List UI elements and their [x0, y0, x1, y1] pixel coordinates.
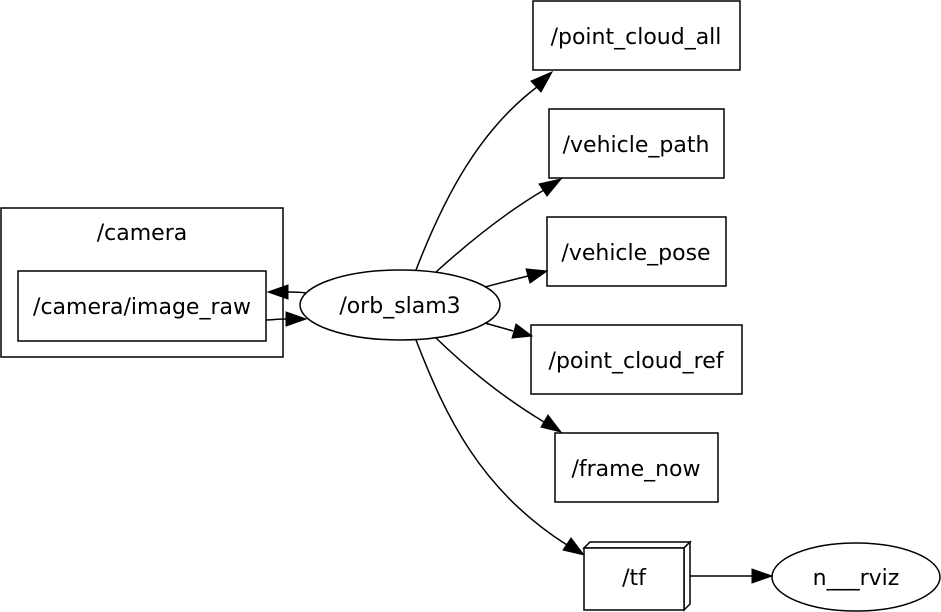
tf-box-top-face [582, 541, 692, 549]
node-rviz[interactable]: n___rviz [771, 542, 941, 612]
tf-box-side-face [683, 540, 691, 612]
topic-camera-image-raw[interactable]: /camera/image_raw [17, 270, 267, 342]
topic-point-cloud-ref[interactable]: /point_cloud_ref [530, 324, 743, 395]
edge-orb-slam3-to-tf [415, 339, 586, 556]
topic-frame-now-label: /frame_now [571, 457, 700, 482]
topic-tf[interactable]: /tf [582, 540, 692, 612]
edge-orb-slam3-to-vehicle-path [435, 178, 563, 273]
topic-point-cloud-all-label: /point_cloud_all [551, 25, 722, 50]
edge-camera-image-raw-to-orb-slam3 [265, 311, 308, 327]
node-rviz-label: n___rviz [813, 566, 900, 591]
edge-orb-slam3-to-vehicle-pose [484, 268, 549, 288]
edge-tf-to-rviz [690, 568, 774, 584]
topic-vehicle-path[interactable]: /vehicle_path [548, 108, 725, 179]
topic-point-cloud-ref-label: /point_cloud_ref [549, 349, 725, 374]
node-orb-slam3[interactable]: /orb_slam3 [299, 269, 501, 341]
topic-vehicle-pose[interactable]: /vehicle_pose [546, 216, 727, 287]
edge-orb-slam3-to-point-cloud-all [415, 70, 554, 271]
edge-orb-slam3-to-point-cloud-ref [484, 322, 534, 339]
topic-frame-now[interactable]: /frame_now [554, 432, 719, 503]
node-orb-slam3-label: /orb_slam3 [339, 294, 460, 319]
topic-camera-image-raw-label: /camera/image_raw [33, 295, 251, 320]
topic-point-cloud-all[interactable]: /point_cloud_all [532, 0, 741, 71]
topic-vehicle-pose-label: /vehicle_pose [561, 241, 710, 266]
edge-orb-slam3-to-camera-image-raw [266, 284, 307, 300]
camera-namespace-label: /camera [97, 221, 187, 246]
topic-tf-label: /tf [622, 566, 647, 591]
edge-orb-slam3-to-frame-now [435, 337, 563, 433]
topic-vehicle-path-label: /vehicle_path [563, 133, 710, 158]
